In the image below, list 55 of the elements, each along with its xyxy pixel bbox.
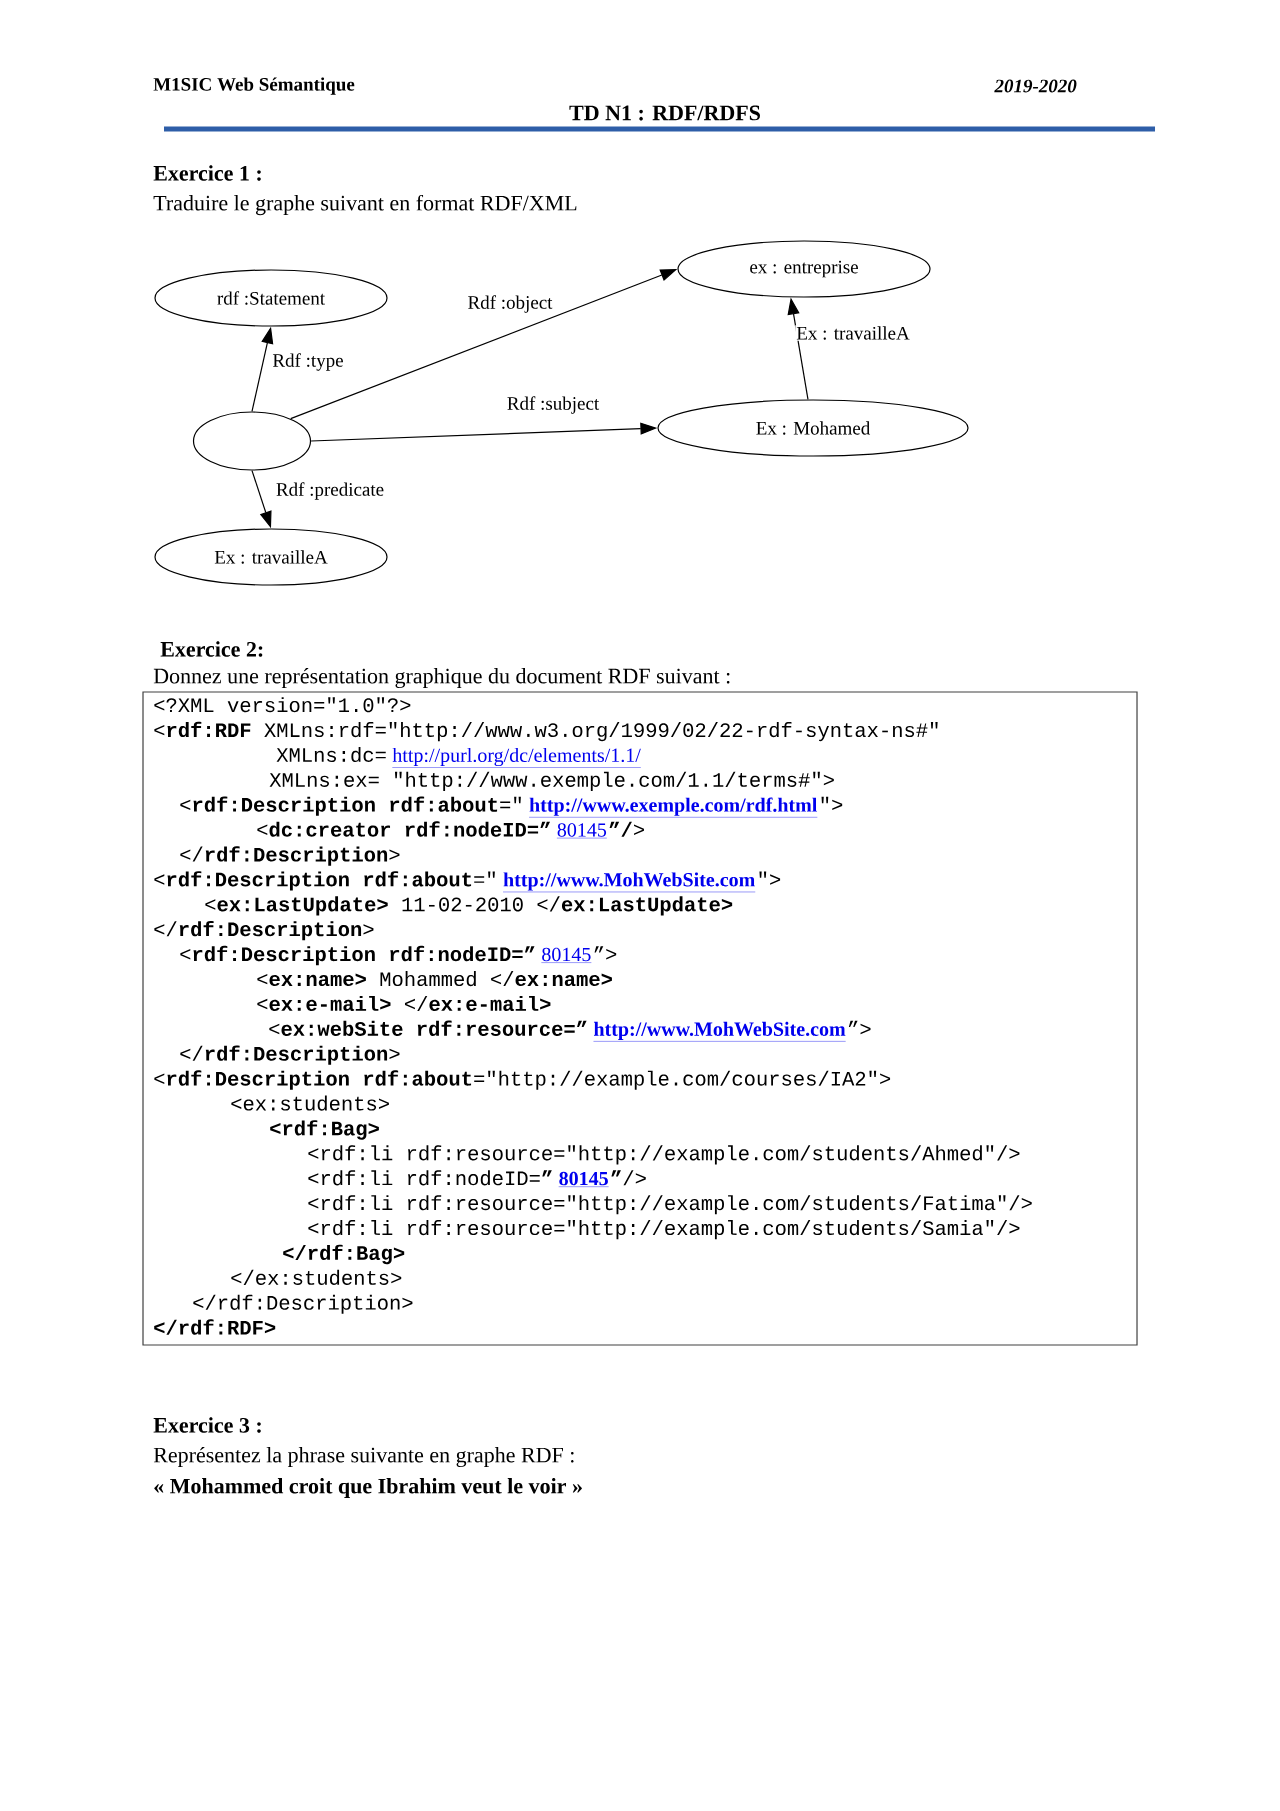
code-line: </rdf:Description> bbox=[180, 846, 400, 866]
exercise-heading: Exercice 1 : bbox=[153, 165, 261, 181]
code-line: ”/> bbox=[611, 1170, 646, 1186]
header-text: 2019-2020 bbox=[994, 79, 1077, 93]
code-line: <rdf:Description rdf:about="http://example.com/courses/IA2"> bbox=[154, 1070, 891, 1090]
code-line: <ex:webSite rdf:resource=” bbox=[269, 1020, 587, 1036]
code-line: ”> bbox=[848, 1020, 871, 1035]
code-line: <rdf:li rdf:resource="http://example.com/students/Ahmed"/> bbox=[308, 1145, 1020, 1165]
exercise-heading: Exercice 3 : bbox=[153, 1417, 261, 1433]
code-line: XMLns:ex= "http://www.exemple.com/1.1/terms#"> bbox=[269, 771, 834, 791]
exercise-heading: Exercice 2: bbox=[160, 641, 263, 657]
code-line: <rdf:RDF XMLns:rdf="http://www.w3.org/1999/02/22-rdf-syntax-ns#" bbox=[154, 721, 938, 742]
code-line: <?XML version="1.0"?> bbox=[154, 697, 411, 713]
edge-label: Rdf :object bbox=[466, 294, 554, 314]
edge-label: Rdf :subject bbox=[505, 395, 601, 415]
link-text: http://www.exemple.com/rdf.html bbox=[528, 797, 818, 818]
link-text: 80145 bbox=[541, 947, 592, 963]
code-line: <ex:students> bbox=[231, 1095, 389, 1111]
code-line: <ex:name> Mohammed </ex:name> bbox=[257, 971, 612, 987]
link-text: 80145 bbox=[556, 823, 608, 839]
code-line: </ex:students> bbox=[231, 1269, 402, 1285]
link-text: http://www.MohWebSite.com bbox=[593, 1021, 846, 1042]
code-line: <rdf:Bag> bbox=[270, 1120, 379, 1140]
code-line: <rdf:Description rdf:about=" bbox=[154, 871, 495, 891]
code-line: <rdf:Description rdf:about=" bbox=[180, 796, 521, 816]
code-line: ”> bbox=[594, 946, 617, 960]
code-line: ”/> bbox=[609, 821, 644, 837]
header-text: M1SIC Web Sémantique bbox=[153, 77, 355, 95]
edge-label: Ex : travailleA bbox=[795, 325, 911, 341]
edge-label: Rdf :type bbox=[271, 352, 345, 372]
code-line: "> bbox=[759, 871, 781, 885]
code-line: <rdf:li rdf:nodeID=” bbox=[308, 1170, 552, 1186]
edge-label: Rdf :predicate bbox=[274, 481, 386, 501]
code-line: <rdf:Description rdf:nodeID=” bbox=[180, 945, 535, 966]
code-line: <rdf:li rdf:resource="http://example.com/students/Fatima"/> bbox=[308, 1195, 1032, 1215]
code-line: </rdf:Description> bbox=[193, 1294, 413, 1314]
code-line: <rdf:li rdf:resource="http://example.com/students/Samia"/> bbox=[308, 1220, 1020, 1240]
code-line: <ex:e-mail> </ex:e-mail> bbox=[257, 995, 551, 1011]
resource-ellipse bbox=[192, 411, 312, 471]
code-line: <dc:creator rdf:nodeID=” bbox=[257, 821, 550, 837]
code-line: <ex:LastUpdate> 11-02-2010 </ex:LastUpdate> bbox=[205, 896, 733, 916]
quote-text: « Mohammed croit que Ibrahim veut le voir » bbox=[154, 1478, 582, 1498]
instruction-text: Traduire le graphe suivant en format RDF/XML bbox=[153, 194, 577, 216]
code-line: </rdf:Description> bbox=[154, 920, 374, 941]
link-text: http://purl.org/dc/elements/1.1/ bbox=[392, 747, 641, 768]
instruction-text: Donnez une représentation graphique du document RDF suivant : bbox=[153, 667, 730, 689]
page-title: TD N1 : RDF/RDFS bbox=[569, 105, 760, 121]
code-line: </rdf:Description> bbox=[180, 1045, 400, 1065]
link-text: http://www.MohWebSite.com bbox=[502, 872, 756, 893]
code-line: </rdf:RDF> bbox=[154, 1319, 276, 1335]
code-line: </rdf:Bag> bbox=[283, 1244, 405, 1265]
instruction-text: Représentez la phrase suivante en graphe RDF : bbox=[153, 1447, 574, 1468]
code-line: "> bbox=[821, 796, 843, 811]
code-line: XMLns:dc= bbox=[276, 746, 386, 763]
link-text: 80145 bbox=[558, 1171, 609, 1187]
